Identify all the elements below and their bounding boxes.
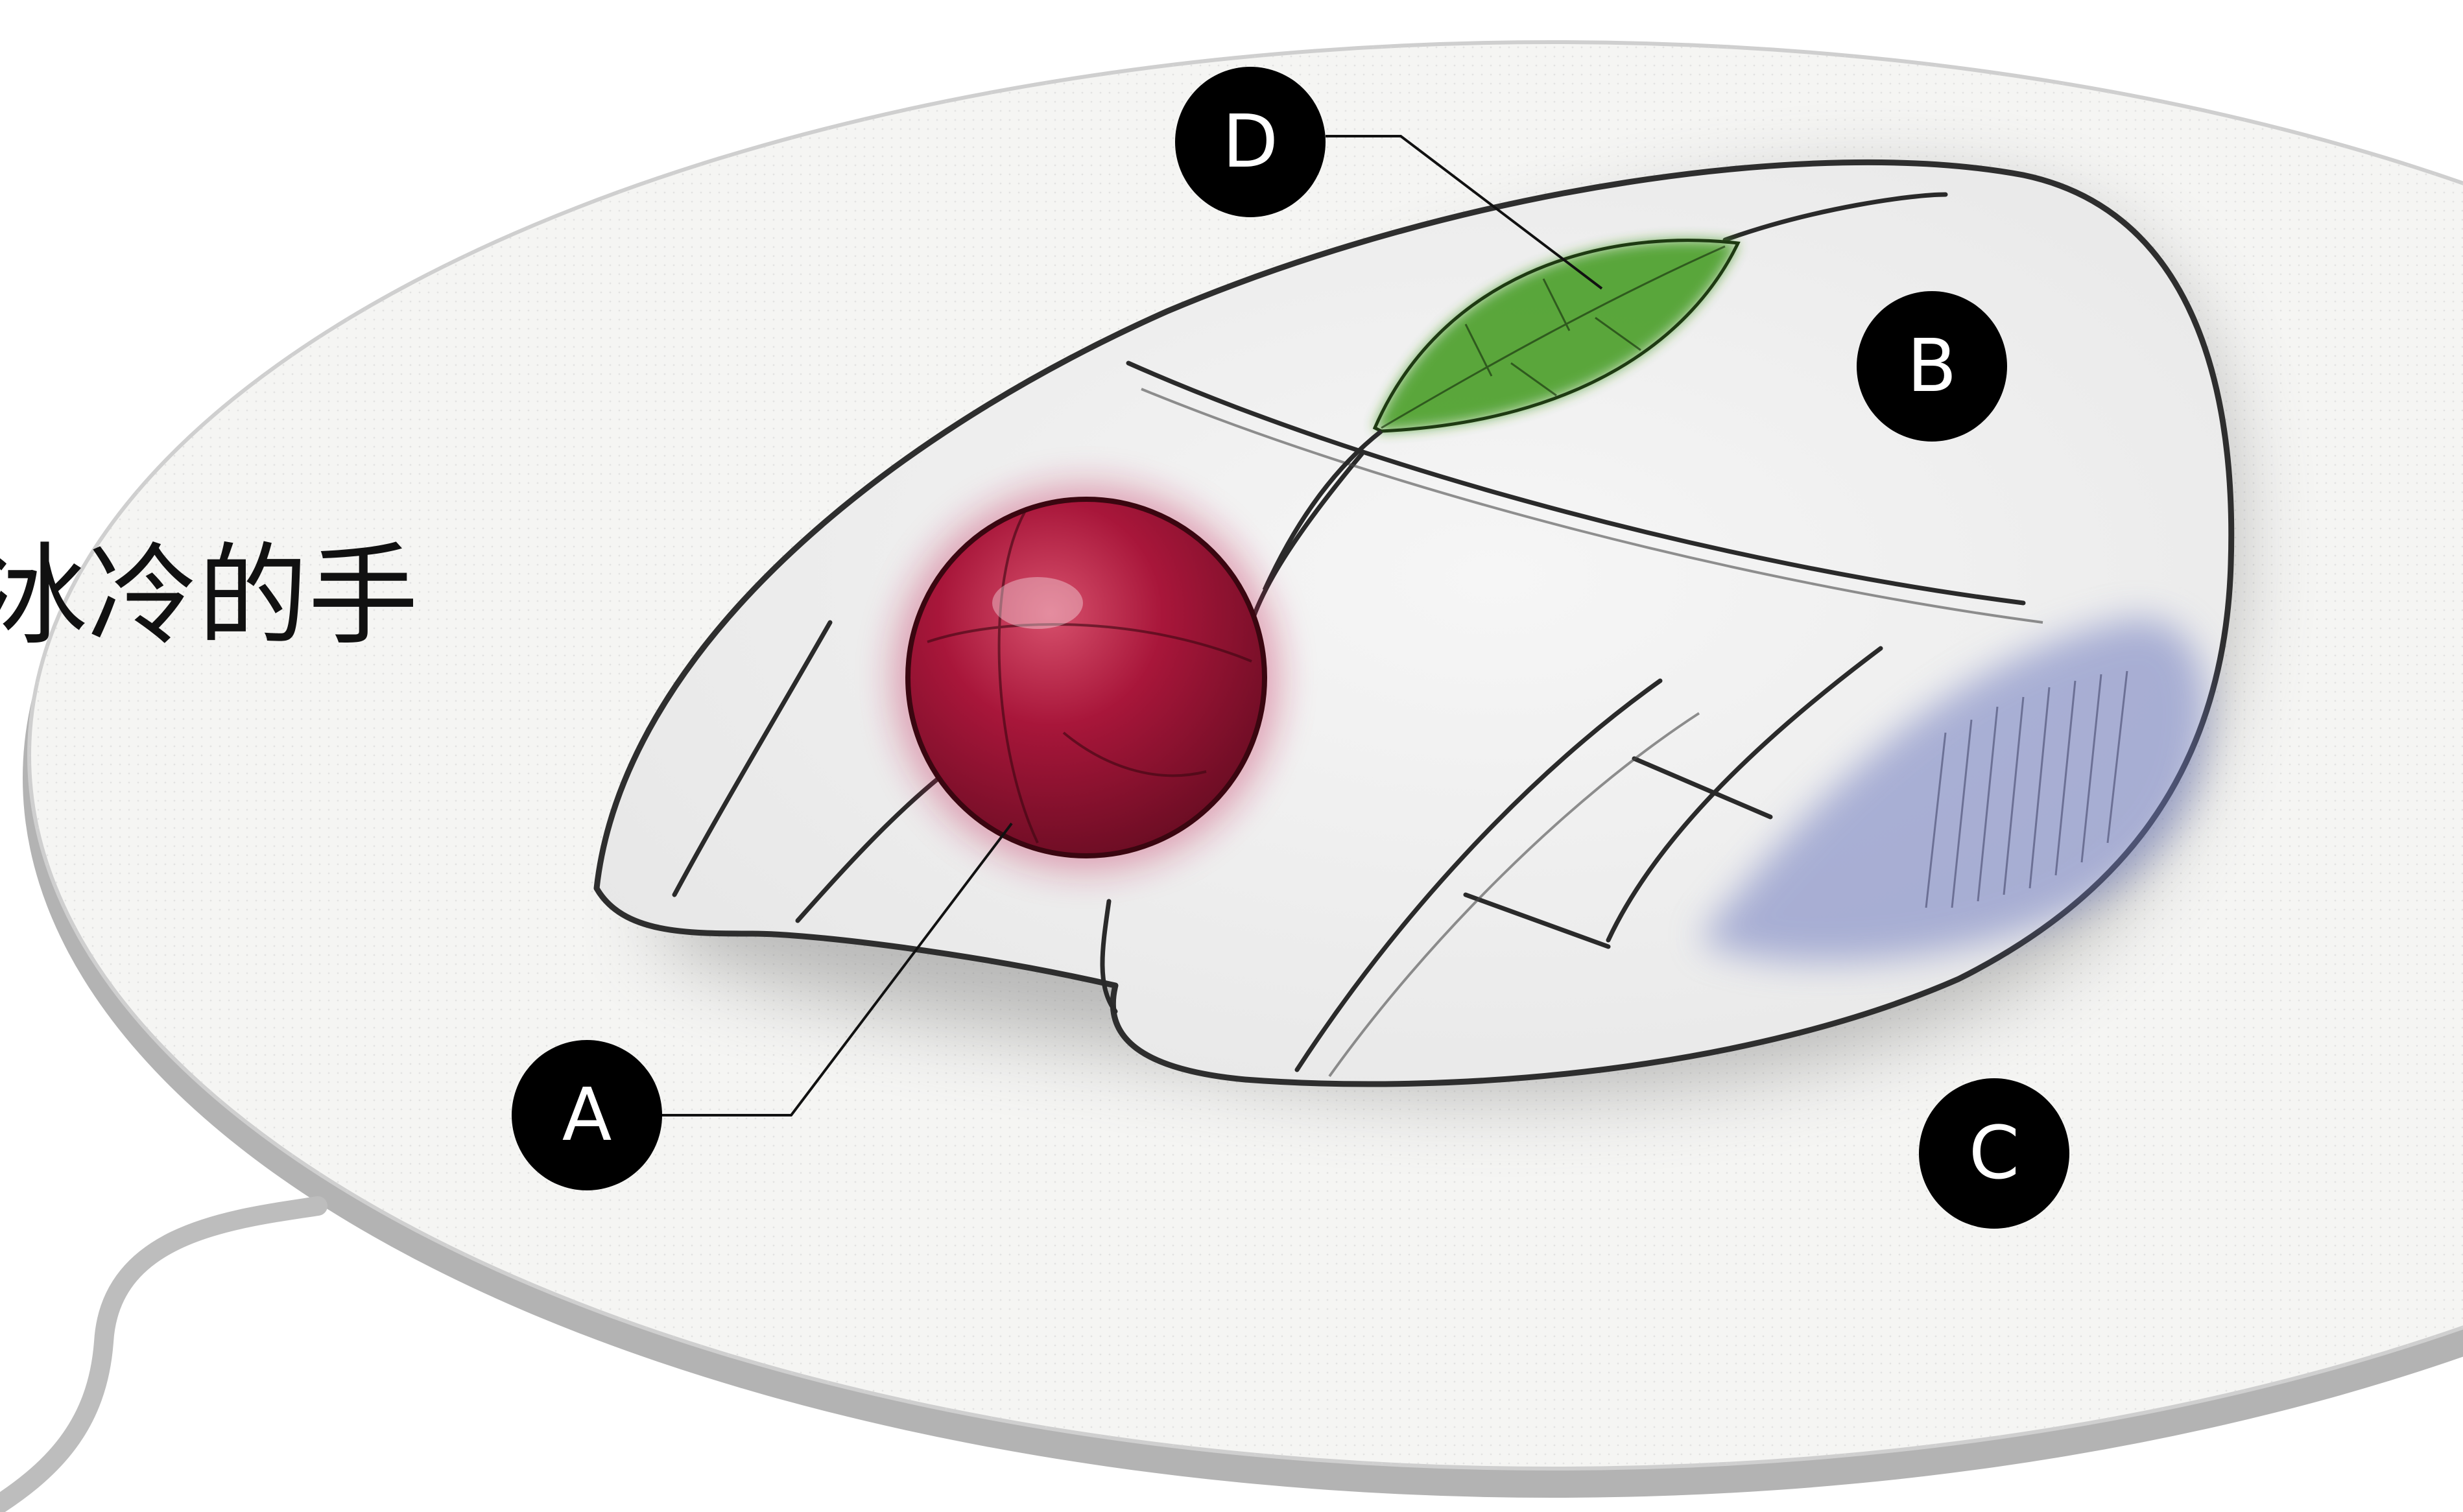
marker-d: D	[1175, 67, 1326, 217]
marker-c: C	[1919, 1078, 2069, 1229]
trackball	[908, 499, 1265, 856]
cold-hands-caption: 冰冷的手	[0, 541, 418, 652]
marker-a: A	[512, 1040, 662, 1190]
mouse-cable	[0, 1206, 318, 1512]
marker-b: B	[1857, 291, 2007, 442]
